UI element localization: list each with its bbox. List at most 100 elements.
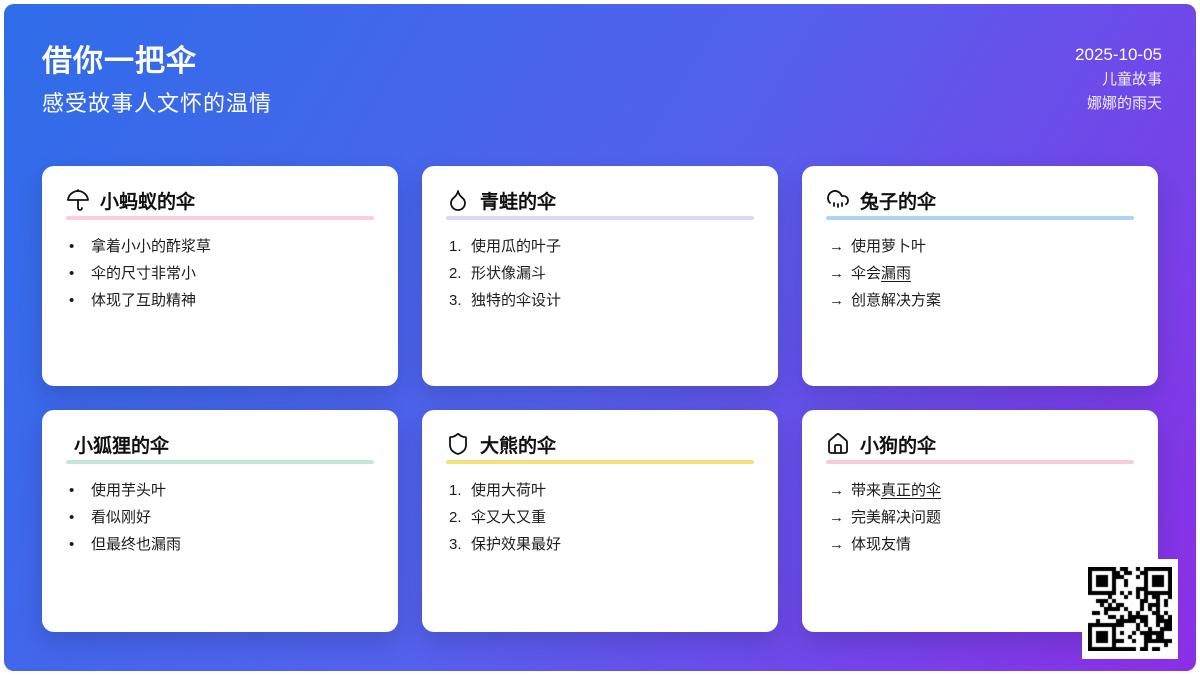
item-text: 伞的尺寸非常小 xyxy=(91,260,196,287)
card-header: 小蚂蚁的伞 xyxy=(66,186,374,214)
card-accent-bar xyxy=(66,460,374,464)
list-item: • 伞的尺寸非常小 xyxy=(66,260,374,287)
item-text-main: 伞的尺寸非常小 xyxy=(91,265,197,282)
list-item: 3. 独特的伞设计 xyxy=(446,287,754,314)
item-text: 形状像漏斗 xyxy=(471,260,546,287)
card-accent-bar xyxy=(826,216,1134,220)
card-header: 青蛙的伞 xyxy=(446,186,754,214)
date-label: 2025-10-05 xyxy=(1075,45,1162,64)
card-fox-umbrella: 小狐狸的伞 • 使用芋头叶 •看似刚好 • 但最终也漏雨 xyxy=(42,410,398,632)
cards-grid: 小蚂蚁的伞 • 拿着小小的酢浆草 • 伞的尺寸非常小 • 体现了互助精神 青蛙的伞 1… xyxy=(42,166,1158,632)
item-marker: • xyxy=(69,482,75,499)
list-item: • 但最终也漏雨 xyxy=(66,531,374,558)
item-marker: 3. xyxy=(449,536,462,553)
droplet-icon xyxy=(446,188,470,212)
item-text: 体现友情 xyxy=(851,531,911,558)
tag-story: 娜娜的雨天 xyxy=(1086,95,1162,112)
shield-icon xyxy=(446,432,470,456)
item-text-main: 保护效果最好 xyxy=(471,536,562,553)
card-list: → 使用萝卜叶 → 伞会漏雨 →创意解决方案 xyxy=(826,233,1134,314)
qr-code-block xyxy=(1082,559,1178,659)
list-item: → 伞会漏雨 xyxy=(826,260,1134,287)
card-bear-umbrella: 大熊的伞 1. 使用大荷叶 2. 伞又大又重 3. 保护效果最好 xyxy=(422,410,778,632)
header-meta: 2025-10-05 儿童故事 娜娜的雨天 xyxy=(1075,42,1162,116)
card-list: 1. 使用瓜的叶子 2. 形状像漏斗 3. 独特的伞设计 xyxy=(446,233,754,314)
card-accent-bar xyxy=(446,216,754,220)
item-text-main: 形状像漏斗 xyxy=(471,265,547,282)
item-marker: → xyxy=(829,238,844,255)
item-text-main: 完美解决问题 xyxy=(851,509,942,526)
item-text-main: 使用芋头叶 xyxy=(91,482,167,499)
item-marker: • xyxy=(69,238,75,255)
card-accent-bar xyxy=(66,216,374,220)
list-item: →体现友情 xyxy=(826,531,1134,558)
item-text-main: 拿着小小的酢浆草 xyxy=(91,238,212,255)
item-text: 但最终也漏雨 xyxy=(91,531,181,558)
item-text-main: 使用萝卜叶 xyxy=(851,238,927,255)
card-list: • 拿着小小的酢浆草 • 伞的尺寸非常小 • 体现了互助精神 xyxy=(66,233,374,314)
card-accent-bar xyxy=(826,460,1134,464)
card-accent-bar xyxy=(446,460,754,464)
item-text-main: 但最终也漏雨 xyxy=(91,536,182,553)
card-title: 小狐狸的伞 xyxy=(74,435,170,457)
home-icon xyxy=(826,432,850,456)
list-item: • 使用芋头叶 xyxy=(66,477,374,504)
item-marker: • xyxy=(69,292,75,309)
card-frog-umbrella: 青蛙的伞 1. 使用瓜的叶子 2. 形状像漏斗 3. 独特的伞设计 xyxy=(422,166,778,386)
item-text-underlined: 漏雨 xyxy=(881,265,912,282)
page-title: 借你一把伞 xyxy=(42,45,197,78)
item-text: 使用瓜的叶子 xyxy=(471,233,561,260)
item-marker: • xyxy=(69,536,75,553)
item-marker: → xyxy=(829,482,844,499)
card-header: 兔子的伞 xyxy=(826,186,1134,214)
item-text: 保护效果最好 xyxy=(471,531,561,558)
item-marker: 2. xyxy=(449,509,462,526)
item-text-main: 伞又大又重 xyxy=(471,509,547,526)
card-title: 小狗的伞 xyxy=(860,435,937,457)
item-text: 创意解决方案 xyxy=(851,287,941,314)
item-text: 完美解决问题 xyxy=(851,504,941,531)
item-text: 带来真正的伞 xyxy=(851,477,941,504)
list-item: → 使用萝卜叶 xyxy=(826,233,1134,260)
list-item: 2. 形状像漏斗 xyxy=(446,260,754,287)
item-marker: 1. xyxy=(449,238,462,255)
slide: 借你一把伞 感受故事人文怀的温情 2025-10-05 儿童故事 娜娜的雨天 小… xyxy=(4,4,1196,671)
item-marker: 3. xyxy=(449,292,462,309)
item-text: 看似刚好 xyxy=(91,504,151,531)
item-text-main: 创意解决方案 xyxy=(851,292,942,309)
item-text-main: 使用大荷叶 xyxy=(471,482,547,499)
card-list: • 使用芋头叶 •看似刚好 • 但最终也漏雨 xyxy=(66,477,374,558)
umbrella-icon xyxy=(66,188,90,212)
item-marker: 1. xyxy=(449,482,462,499)
card-list: → 带来真正的伞 → 完美解决问题 →体现友情 xyxy=(826,477,1134,558)
item-text-main: 体现友情 xyxy=(851,536,912,553)
card-list: 1. 使用大荷叶 2. 伞又大又重 3. 保护效果最好 xyxy=(446,477,754,558)
item-text-main: 伞会 xyxy=(851,265,882,282)
item-text-main: 独特的伞设计 xyxy=(471,292,562,309)
card-ant-umbrella: 小蚂蚁的伞 • 拿着小小的酢浆草 • 伞的尺寸非常小 • 体现了互助精神 xyxy=(42,166,398,386)
item-text-main: 使用瓜的叶子 xyxy=(471,238,562,255)
list-item: →创意解决方案 xyxy=(826,287,1134,314)
item-text-underlined: 真正的伞 xyxy=(881,482,942,499)
item-text: 使用萝卜叶 xyxy=(851,233,926,260)
cloud-drizzle-icon xyxy=(826,188,850,212)
item-text: 使用芋头叶 xyxy=(91,477,166,504)
item-text-main: 看似刚好 xyxy=(91,509,152,526)
item-text: 独特的伞设计 xyxy=(471,287,561,314)
item-marker: • xyxy=(69,265,75,282)
tag-category: 儿童故事 xyxy=(1101,71,1162,88)
card-header: 大熊的伞 xyxy=(446,430,754,458)
item-marker: → xyxy=(829,265,844,282)
list-item: • 体现了互助精神 xyxy=(66,287,374,314)
card-header: 小狗的伞 xyxy=(826,430,1134,458)
card-dog-umbrella: 小狗的伞 → 带来真正的伞 → 完美解决问题 →体现友情 xyxy=(802,410,1158,632)
card-title: 大熊的伞 xyxy=(480,435,557,457)
card-rabbit-umbrella: 兔子的伞 → 使用萝卜叶 → 伞会漏雨 →创意解决方案 xyxy=(802,166,1158,386)
item-text-main: 体现了互助精神 xyxy=(91,292,197,309)
item-marker: 2. xyxy=(449,265,462,282)
item-marker: → xyxy=(829,509,844,526)
list-item: → 带来真正的伞 xyxy=(826,477,1134,504)
list-item: •看似刚好 xyxy=(66,504,374,531)
list-item: 2. 伞又大又重 xyxy=(446,504,754,531)
list-item: 1. 使用瓜的叶子 xyxy=(446,233,754,260)
